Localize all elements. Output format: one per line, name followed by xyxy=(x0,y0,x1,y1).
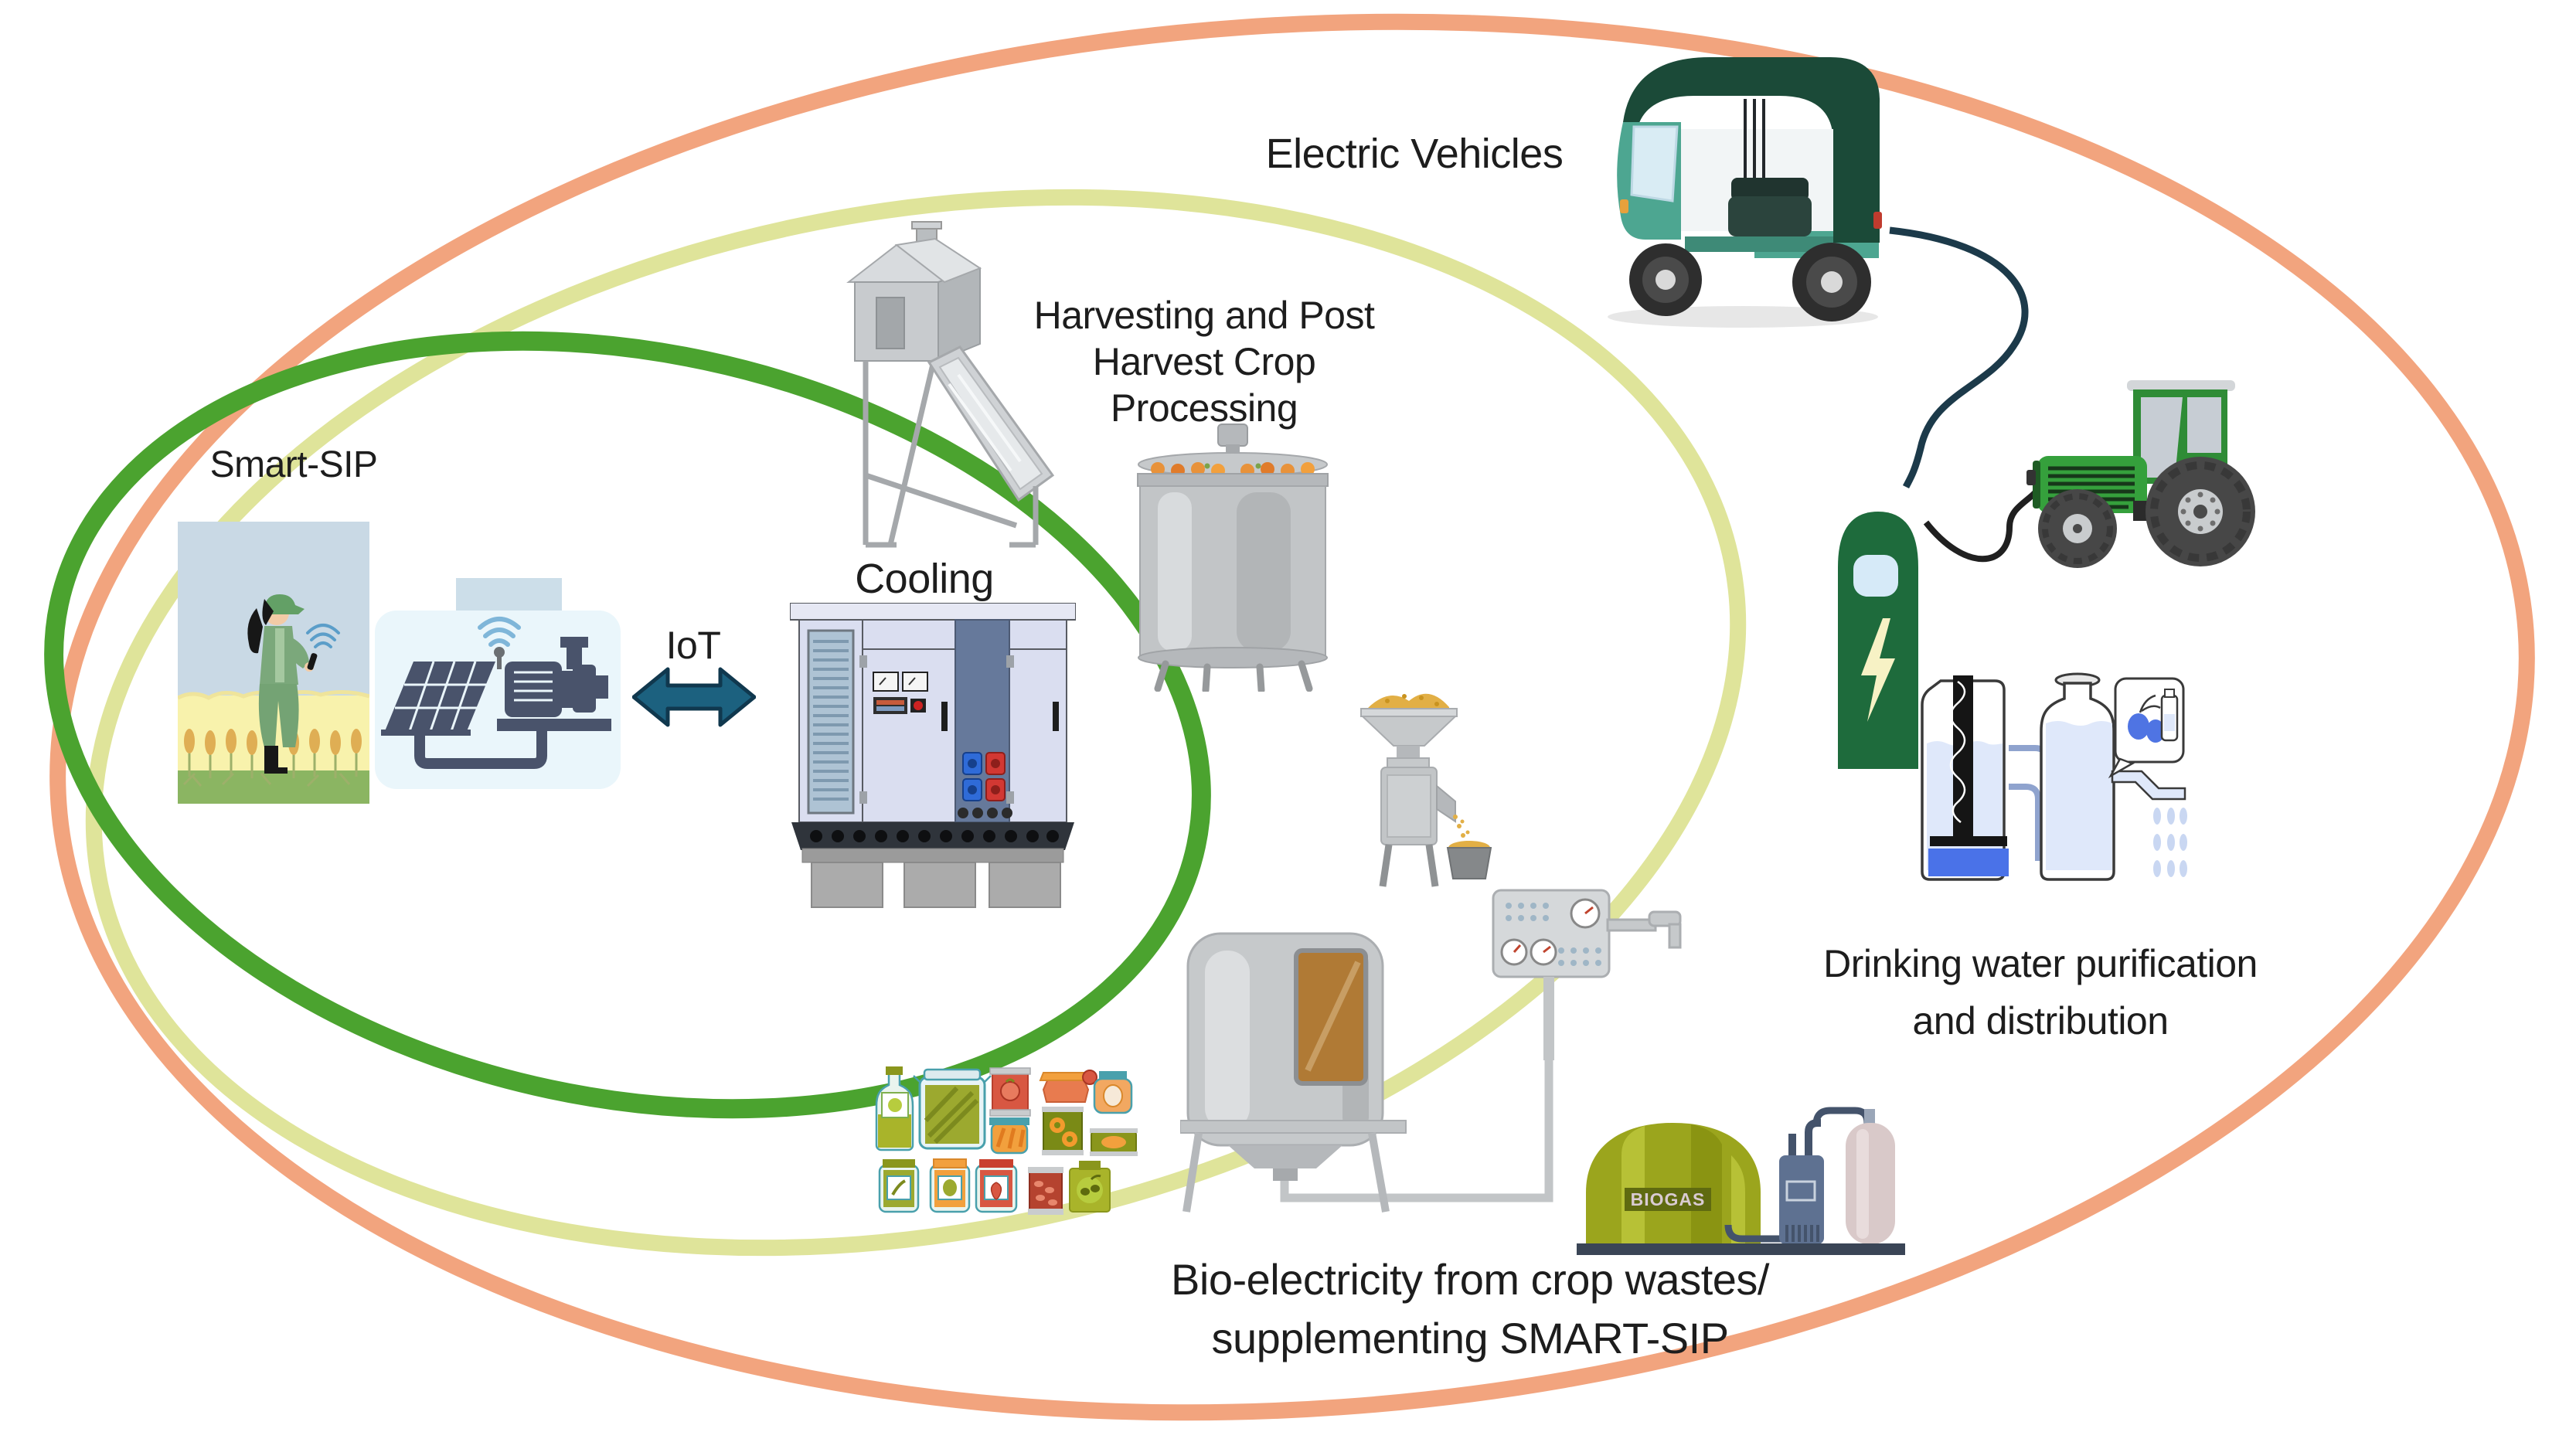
clean-water-bubble xyxy=(2108,677,2185,779)
ev-charging-station-illustration xyxy=(1838,512,1918,769)
cooling-generator-illustration xyxy=(790,603,1076,908)
generator-vent xyxy=(807,629,855,815)
roaster-legs xyxy=(1183,1132,1390,1213)
biogas-storage-tank xyxy=(1846,1109,1895,1244)
electric-vehicles-label: Electric Vehicles xyxy=(1265,131,1564,177)
wifi-icon xyxy=(306,624,340,648)
oil-bottle xyxy=(875,1066,914,1151)
roaster-tap xyxy=(1606,910,1682,949)
beans-can xyxy=(1028,1167,1063,1215)
pump-pipe xyxy=(414,731,547,769)
generator-control-panel xyxy=(873,672,928,714)
jam-jar xyxy=(1039,1070,1097,1103)
tractor-rear-wheel xyxy=(2146,457,2255,566)
lightning-bolt-icon xyxy=(1861,618,1895,722)
solar-dryer-illustration xyxy=(846,221,1055,548)
tractor-front-wheel xyxy=(2038,489,2117,568)
e-rickshaw-illustration xyxy=(1608,57,1882,328)
tank-legs xyxy=(1154,660,1313,692)
biogas-plant-illustration: BIOGAS xyxy=(1577,1107,1905,1255)
biogas-label-band xyxy=(1625,1188,1711,1211)
biogas-label: BIOGAS xyxy=(1631,1189,1706,1209)
biogas-pump xyxy=(1779,1119,1824,1244)
solar-panel-icon xyxy=(381,661,495,736)
grain-roaster-illustration xyxy=(1180,889,1682,1213)
olives-can xyxy=(1069,1161,1111,1213)
inner-ring xyxy=(44,331,1211,1119)
falling-grain xyxy=(1453,815,1470,845)
farmer-field-illustration xyxy=(178,522,369,804)
dryer-frame xyxy=(863,360,1018,548)
harvesting-label: Harvesting and Post Harvest Crop Process… xyxy=(1033,294,1375,430)
dryer-collector xyxy=(927,345,1055,548)
drinking-water-label: Drinking water purification and distribu… xyxy=(1823,942,2258,1043)
bio-electricity-label: Bio-electricity from crop wastes/ supple… xyxy=(1171,1255,1769,1362)
tomato-can xyxy=(989,1067,1031,1117)
peas-jar xyxy=(878,1159,920,1213)
farmer-woman xyxy=(247,594,340,774)
water-purification-illustration xyxy=(1921,672,2187,881)
carrot-jar xyxy=(989,1117,1029,1155)
water-pump-icon xyxy=(497,637,611,731)
orange-slice-jar xyxy=(929,1158,971,1213)
crop-row xyxy=(182,729,362,787)
iot-label: IoT xyxy=(665,624,721,667)
grain-mill-illustration xyxy=(1360,693,1492,887)
strawberry-jar xyxy=(975,1159,1018,1213)
roaster-control-panel xyxy=(1492,889,1611,1060)
rickshaw-cable xyxy=(1889,226,2029,489)
cooling-label: Cooling xyxy=(855,556,994,602)
garlic-jar xyxy=(1093,1071,1133,1114)
flat-can xyxy=(1090,1128,1138,1156)
preserved-food-jars-illustration xyxy=(875,1066,1138,1215)
mill-legs xyxy=(1379,844,1439,887)
middle-ring xyxy=(85,189,1747,1257)
electric-tractor-illustration xyxy=(2026,380,2255,568)
card-background xyxy=(375,611,621,789)
marigold-can xyxy=(1042,1107,1084,1155)
smart-sip-label: Smart-SIP xyxy=(209,444,378,485)
solar-pump-card xyxy=(375,578,621,789)
rear-wheel xyxy=(1792,243,1871,321)
charge-port xyxy=(2026,470,2036,485)
iot-arrow-icon xyxy=(632,667,756,727)
front-wheel xyxy=(1629,243,1702,316)
distribution-spout xyxy=(2111,770,2187,877)
generator-sockets xyxy=(958,752,1012,818)
filter-rod xyxy=(1953,675,1973,836)
tractor-cable xyxy=(1923,483,2043,563)
concrete-blocks xyxy=(811,862,1061,908)
outer-ring xyxy=(49,13,2535,1421)
washing-tank-illustration xyxy=(1137,423,1329,692)
wifi-icon xyxy=(478,617,521,669)
pickle-jar xyxy=(913,1068,992,1150)
station-screen xyxy=(1853,555,1898,597)
charging-cables xyxy=(1889,226,2043,563)
